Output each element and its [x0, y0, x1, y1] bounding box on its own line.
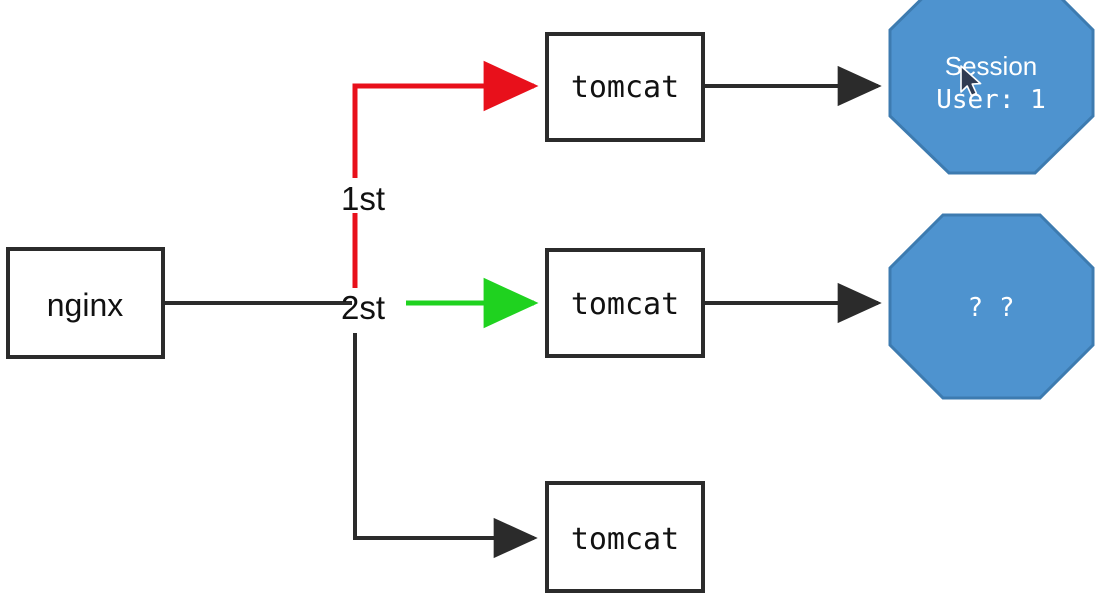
- node-tomcat-top-label: tomcat: [571, 70, 679, 105]
- node-tomcat-top[interactable]: tomcat: [545, 32, 705, 142]
- node-session-store-top[interactable]: Session User: 1: [888, 0, 1095, 175]
- node-session-store-middle[interactable]: ? ?: [888, 213, 1095, 400]
- node-tomcat-bottom-label: tomcat: [571, 522, 679, 557]
- branch-label-second: 2st: [341, 289, 385, 326]
- branch-label-second-text: 2st: [341, 289, 385, 326]
- session-store-top-line1: Session: [945, 51, 1038, 81]
- session-store-top-line2: User: 1: [936, 85, 1046, 115]
- edge-junction-to-tomcat-top: [352, 60, 539, 288]
- branch-label-first: 1st: [341, 180, 385, 217]
- node-tomcat-middle[interactable]: tomcat: [545, 248, 705, 358]
- mouse-pointer-icon: [960, 65, 982, 97]
- node-tomcat-bottom[interactable]: tomcat: [545, 481, 705, 593]
- node-tomcat-middle-label: tomcat: [571, 287, 679, 322]
- node-nginx[interactable]: nginx: [6, 247, 165, 359]
- session-store-middle-line1: ? ?: [968, 293, 1015, 323]
- node-nginx-label: nginx: [47, 287, 124, 323]
- branch-label-first-text: 1st: [341, 180, 385, 217]
- edge-junction-to-tomcat-bottom: [353, 333, 538, 559]
